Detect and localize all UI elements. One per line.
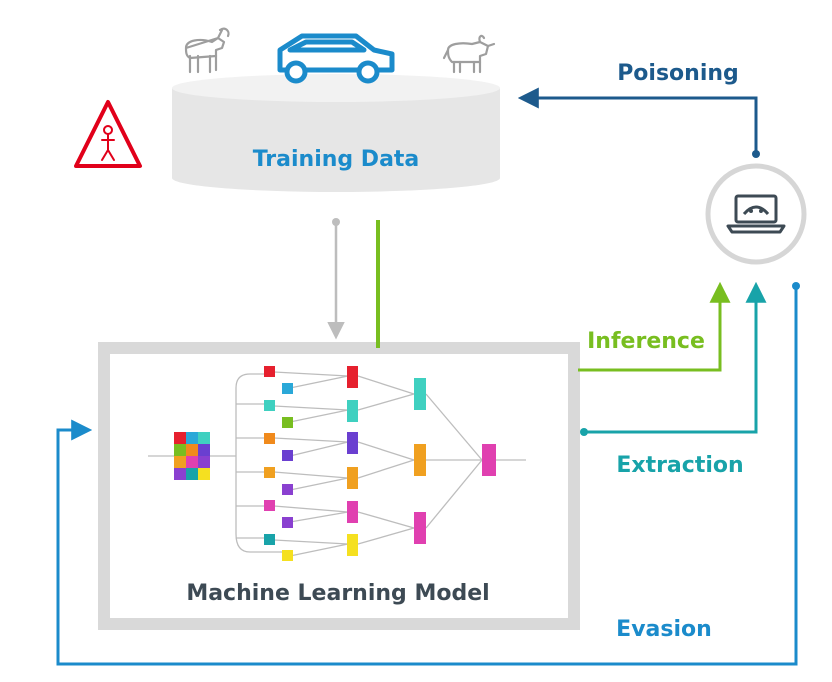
evasion-label: Evasion [616,617,712,642]
model-label: Machine Learning Model [186,581,489,606]
extraction-label: Extraction [616,453,743,478]
evasion-arrow [56,282,800,666]
inference-label: Inference [587,329,705,354]
extraction-arrow [580,281,767,436]
goat-icon [184,27,230,74]
input-image-grid [174,432,210,480]
training-flow-arrow [327,218,345,340]
warning-person-icon [74,100,142,168]
training-data-database [172,74,500,192]
hacker-laptop-icon [705,163,807,265]
poisoning-arrow [517,87,760,158]
car-icon [277,33,395,84]
neural-network-illustration [148,366,526,561]
inference-arrow [376,220,731,372]
poisoning-label: Poisoning [617,61,739,86]
cow-icon [442,34,496,74]
model-box [98,342,580,630]
training-data-label: Training Data [253,147,420,172]
